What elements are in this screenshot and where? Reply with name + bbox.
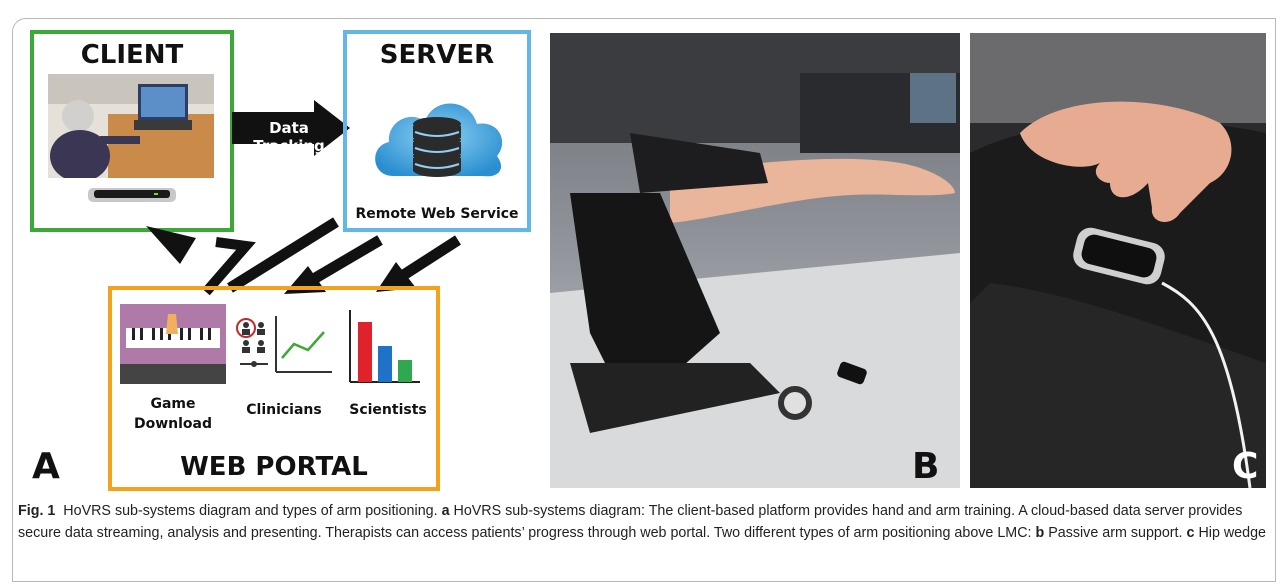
caption-a-letter: a	[441, 503, 450, 519]
scientists-label: Scientists	[349, 402, 427, 418]
caption-c-text: Hip wedge	[1198, 525, 1266, 541]
scientists-bar-icon	[348, 308, 422, 386]
leap-motion-device-icon	[86, 184, 178, 206]
server-caption: Remote Web Service	[355, 206, 519, 222]
clinicians-label: Clinicians	[246, 402, 322, 418]
panel-b-photo	[550, 33, 960, 488]
caption-a-text: HoVRS sub-systems diagram: The client-ba…	[18, 503, 1243, 541]
game-screen-image	[120, 304, 226, 384]
cloud-database-icon	[365, 80, 511, 192]
client-photo	[48, 74, 214, 178]
panel-b-label: B	[912, 446, 940, 487]
caption-b-letter: b	[1035, 525, 1045, 541]
client-box: CLIENT	[30, 30, 234, 232]
caption-c-letter: c	[1186, 525, 1195, 541]
web-portal-title: WEB PORTAL	[180, 452, 368, 482]
caption-b-text: Passive arm support.	[1048, 525, 1183, 541]
panel-c-photo	[970, 33, 1266, 488]
server-title: SERVER	[379, 40, 495, 70]
fig-label: Fig. 1	[18, 503, 56, 519]
clinicians-chart-icon	[236, 312, 334, 382]
client-title: CLIENT	[80, 40, 184, 70]
figure-caption: Fig. 1 HoVRS sub-systems diagram and typ…	[18, 500, 1270, 544]
server-box: SERVER Remote Web Service	[343, 30, 531, 232]
arrow-label: Data Tracking	[253, 119, 325, 155]
caption-title: HoVRS sub-systems diagram and types of a…	[63, 503, 438, 519]
panel-a-label: A	[32, 446, 60, 487]
data-tracking-arrow	[232, 98, 352, 158]
panel-c-label: C	[1232, 446, 1259, 487]
